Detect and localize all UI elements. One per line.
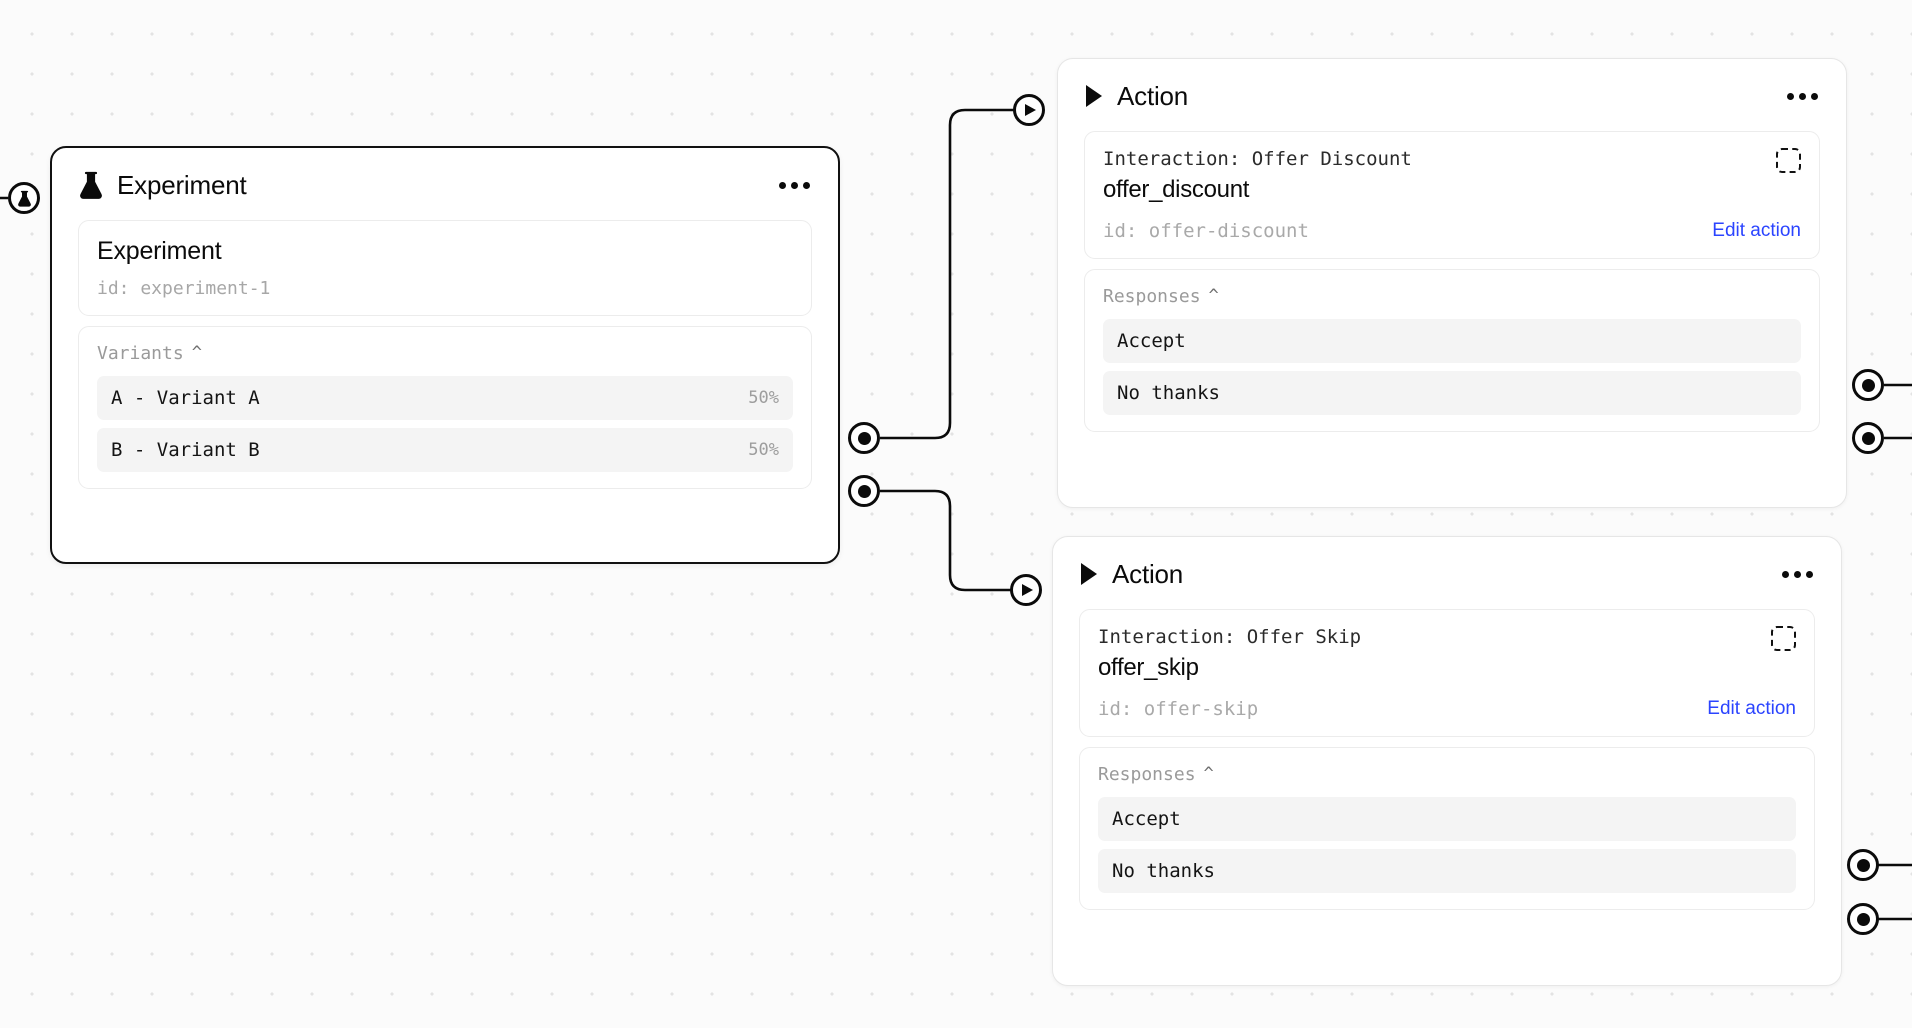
response-label: Accept: [1112, 808, 1181, 830]
action-node-menu-button[interactable]: [1780, 565, 1815, 584]
action-node-menu-button[interactable]: [1785, 87, 1820, 106]
experiment-name: Experiment: [97, 237, 222, 265]
action1-target-handle[interactable]: [1013, 94, 1045, 126]
chevron-up-icon: ^: [1208, 286, 1219, 306]
filled-dot-icon: [1856, 912, 1870, 926]
experiment-detail-panel: Experiment id: experiment-1: [78, 220, 812, 316]
filled-dot-icon: [1861, 431, 1875, 445]
interaction-kicker: Interaction: Offer Discount: [1103, 148, 1412, 170]
responses-section-header[interactable]: Responses ^: [1103, 286, 1801, 307]
variant-label: A - Variant A: [111, 387, 260, 409]
response-row[interactable]: Accept: [1098, 797, 1796, 841]
interaction-name: offer_skip: [1098, 654, 1199, 681]
more-horizontal-icon: [1782, 570, 1789, 578]
response-label: No thanks: [1112, 860, 1215, 882]
variant-label: B - Variant B: [111, 439, 260, 461]
filled-dot-icon: [1861, 378, 1875, 392]
flask-icon: [17, 190, 31, 207]
edit-action-link[interactable]: Edit action: [1712, 220, 1801, 241]
responses-section-label: Responses: [1098, 764, 1196, 785]
dashed-square-icon[interactable]: [1771, 626, 1796, 651]
flask-icon: [78, 171, 104, 199]
experiment-target-handle[interactable]: [8, 182, 40, 214]
action-node-offer-skip[interactable]: Action Interaction: Offer Skip offer_ski…: [1052, 536, 1842, 986]
edit-action-link[interactable]: Edit action: [1707, 698, 1796, 719]
action-node-title: Action: [1112, 558, 1184, 589]
experiment-source-handle-variant-a[interactable]: [848, 422, 880, 454]
variant-percent: 50%: [748, 440, 779, 460]
action2-source-handle-accept[interactable]: [1847, 849, 1879, 881]
response-row[interactable]: Accept: [1103, 319, 1801, 363]
responses-section-label: Responses: [1103, 286, 1201, 307]
interaction-panel: Interaction: Offer Skip offer_skip id: o…: [1079, 609, 1815, 737]
dashed-square-icon[interactable]: [1776, 148, 1801, 173]
responses-panel: Responses ^ Accept No thanks: [1079, 747, 1815, 910]
interaction-name: offer_discount: [1103, 176, 1250, 203]
experiment-node-header: Experiment: [52, 148, 838, 210]
response-label: No thanks: [1117, 382, 1220, 404]
play-triangle-icon: [1079, 562, 1099, 586]
response-row[interactable]: No thanks: [1103, 371, 1801, 415]
responses-panel: Responses ^ Accept No thanks: [1084, 269, 1820, 432]
experiment-node-menu-button[interactable]: [777, 176, 812, 195]
response-row[interactable]: No thanks: [1098, 849, 1796, 893]
interaction-id: id: offer-discount: [1103, 220, 1309, 242]
action2-source-handle-no-thanks[interactable]: [1847, 903, 1879, 935]
variants-section-label: Variants: [97, 343, 184, 364]
action-node-header: Action: [1053, 537, 1841, 599]
variants-section-header[interactable]: Variants ^: [97, 343, 793, 364]
play-triangle-icon: [1025, 104, 1036, 116]
experiment-source-handle-variant-b[interactable]: [848, 475, 880, 507]
experiment-id: id: experiment-1: [97, 278, 271, 299]
chevron-up-icon: ^: [1203, 764, 1214, 784]
more-horizontal-icon: [779, 181, 786, 189]
variant-row[interactable]: B - Variant B 50%: [97, 428, 793, 472]
action-node-title: Action: [1117, 80, 1189, 111]
responses-section-header[interactable]: Responses ^: [1098, 764, 1796, 785]
filled-dot-icon: [857, 484, 871, 498]
play-triangle-icon: [1084, 84, 1104, 108]
more-horizontal-icon: [1787, 92, 1794, 100]
interaction-kicker: Interaction: Offer Skip: [1098, 626, 1362, 648]
variant-row[interactable]: A - Variant A 50%: [97, 376, 793, 420]
action1-source-handle-no-thanks[interactable]: [1852, 422, 1884, 454]
action2-target-handle[interactable]: [1010, 574, 1042, 606]
action1-source-handle-accept[interactable]: [1852, 369, 1884, 401]
action-node-offer-discount[interactable]: Action Interaction: Offer Discount offer…: [1057, 58, 1847, 508]
action-node-header: Action: [1058, 59, 1846, 121]
interaction-id: id: offer-skip: [1098, 698, 1259, 720]
filled-dot-icon: [857, 431, 871, 445]
chevron-up-icon: ^: [191, 343, 202, 363]
interaction-panel: Interaction: Offer Discount offer_discou…: [1084, 131, 1820, 259]
variant-percent: 50%: [748, 388, 779, 408]
variants-panel: Variants ^ A - Variant A 50% B - Variant…: [78, 326, 812, 489]
play-triangle-icon: [1022, 584, 1033, 596]
filled-dot-icon: [1856, 858, 1870, 872]
response-label: Accept: [1117, 330, 1186, 352]
experiment-node[interactable]: Experiment Experiment id: experiment-1 V…: [50, 146, 840, 564]
experiment-node-title: Experiment: [117, 169, 247, 200]
